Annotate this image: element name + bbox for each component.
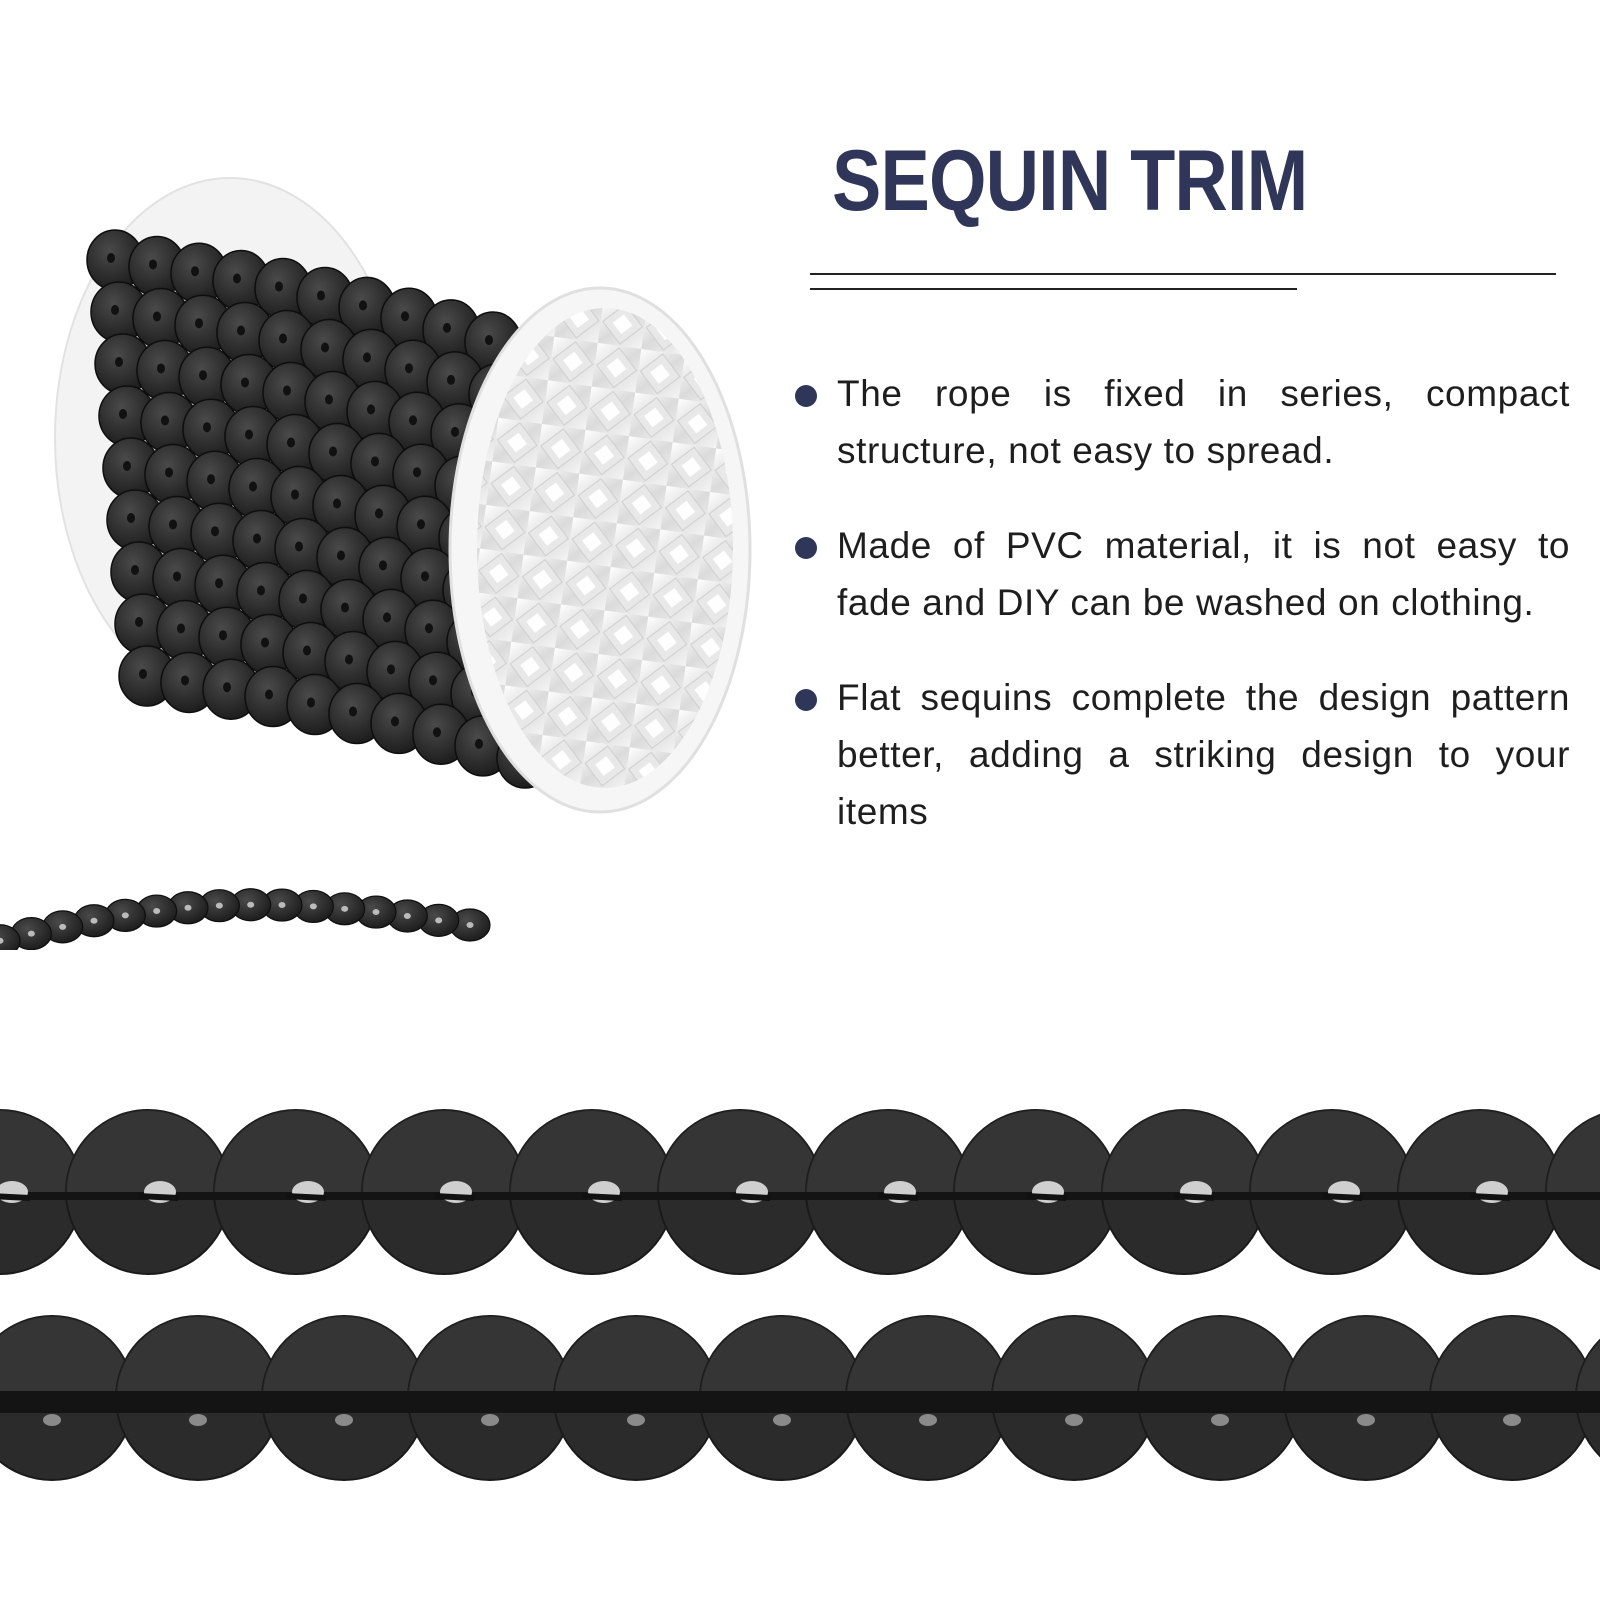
sequin-strip-bottom <box>0 1315 1600 1481</box>
feature-item: The rope is fixed in series, compact str… <box>795 365 1570 479</box>
bullet-icon <box>795 689 817 711</box>
feature-text: Made of PVC material, it is not easy to … <box>837 525 1570 623</box>
title-divider-short <box>810 288 1297 290</box>
sequin-spool-image <box>0 177 752 950</box>
feature-text: The rope is fixed in series, compact str… <box>837 373 1570 471</box>
page-title: SEQUIN TRIM <box>832 133 1308 229</box>
sequin-strip-image <box>0 1109 1600 1481</box>
strand-sequin <box>0 924 21 950</box>
sequin-strip-top <box>0 1109 1600 1275</box>
feature-item: Flat sequins complete the design pattern… <box>795 669 1570 840</box>
bullet-icon <box>795 537 817 559</box>
title-divider-long <box>810 273 1556 275</box>
bullet-icon <box>795 385 817 407</box>
feature-text: Flat sequins complete the design pattern… <box>837 677 1570 832</box>
feature-item: Made of PVC material, it is not easy to … <box>795 517 1570 631</box>
feature-list: The rope is fixed in series, compact str… <box>795 365 1570 878</box>
spool-trailing-strand <box>0 888 491 950</box>
spool-holographic-face <box>477 308 733 788</box>
